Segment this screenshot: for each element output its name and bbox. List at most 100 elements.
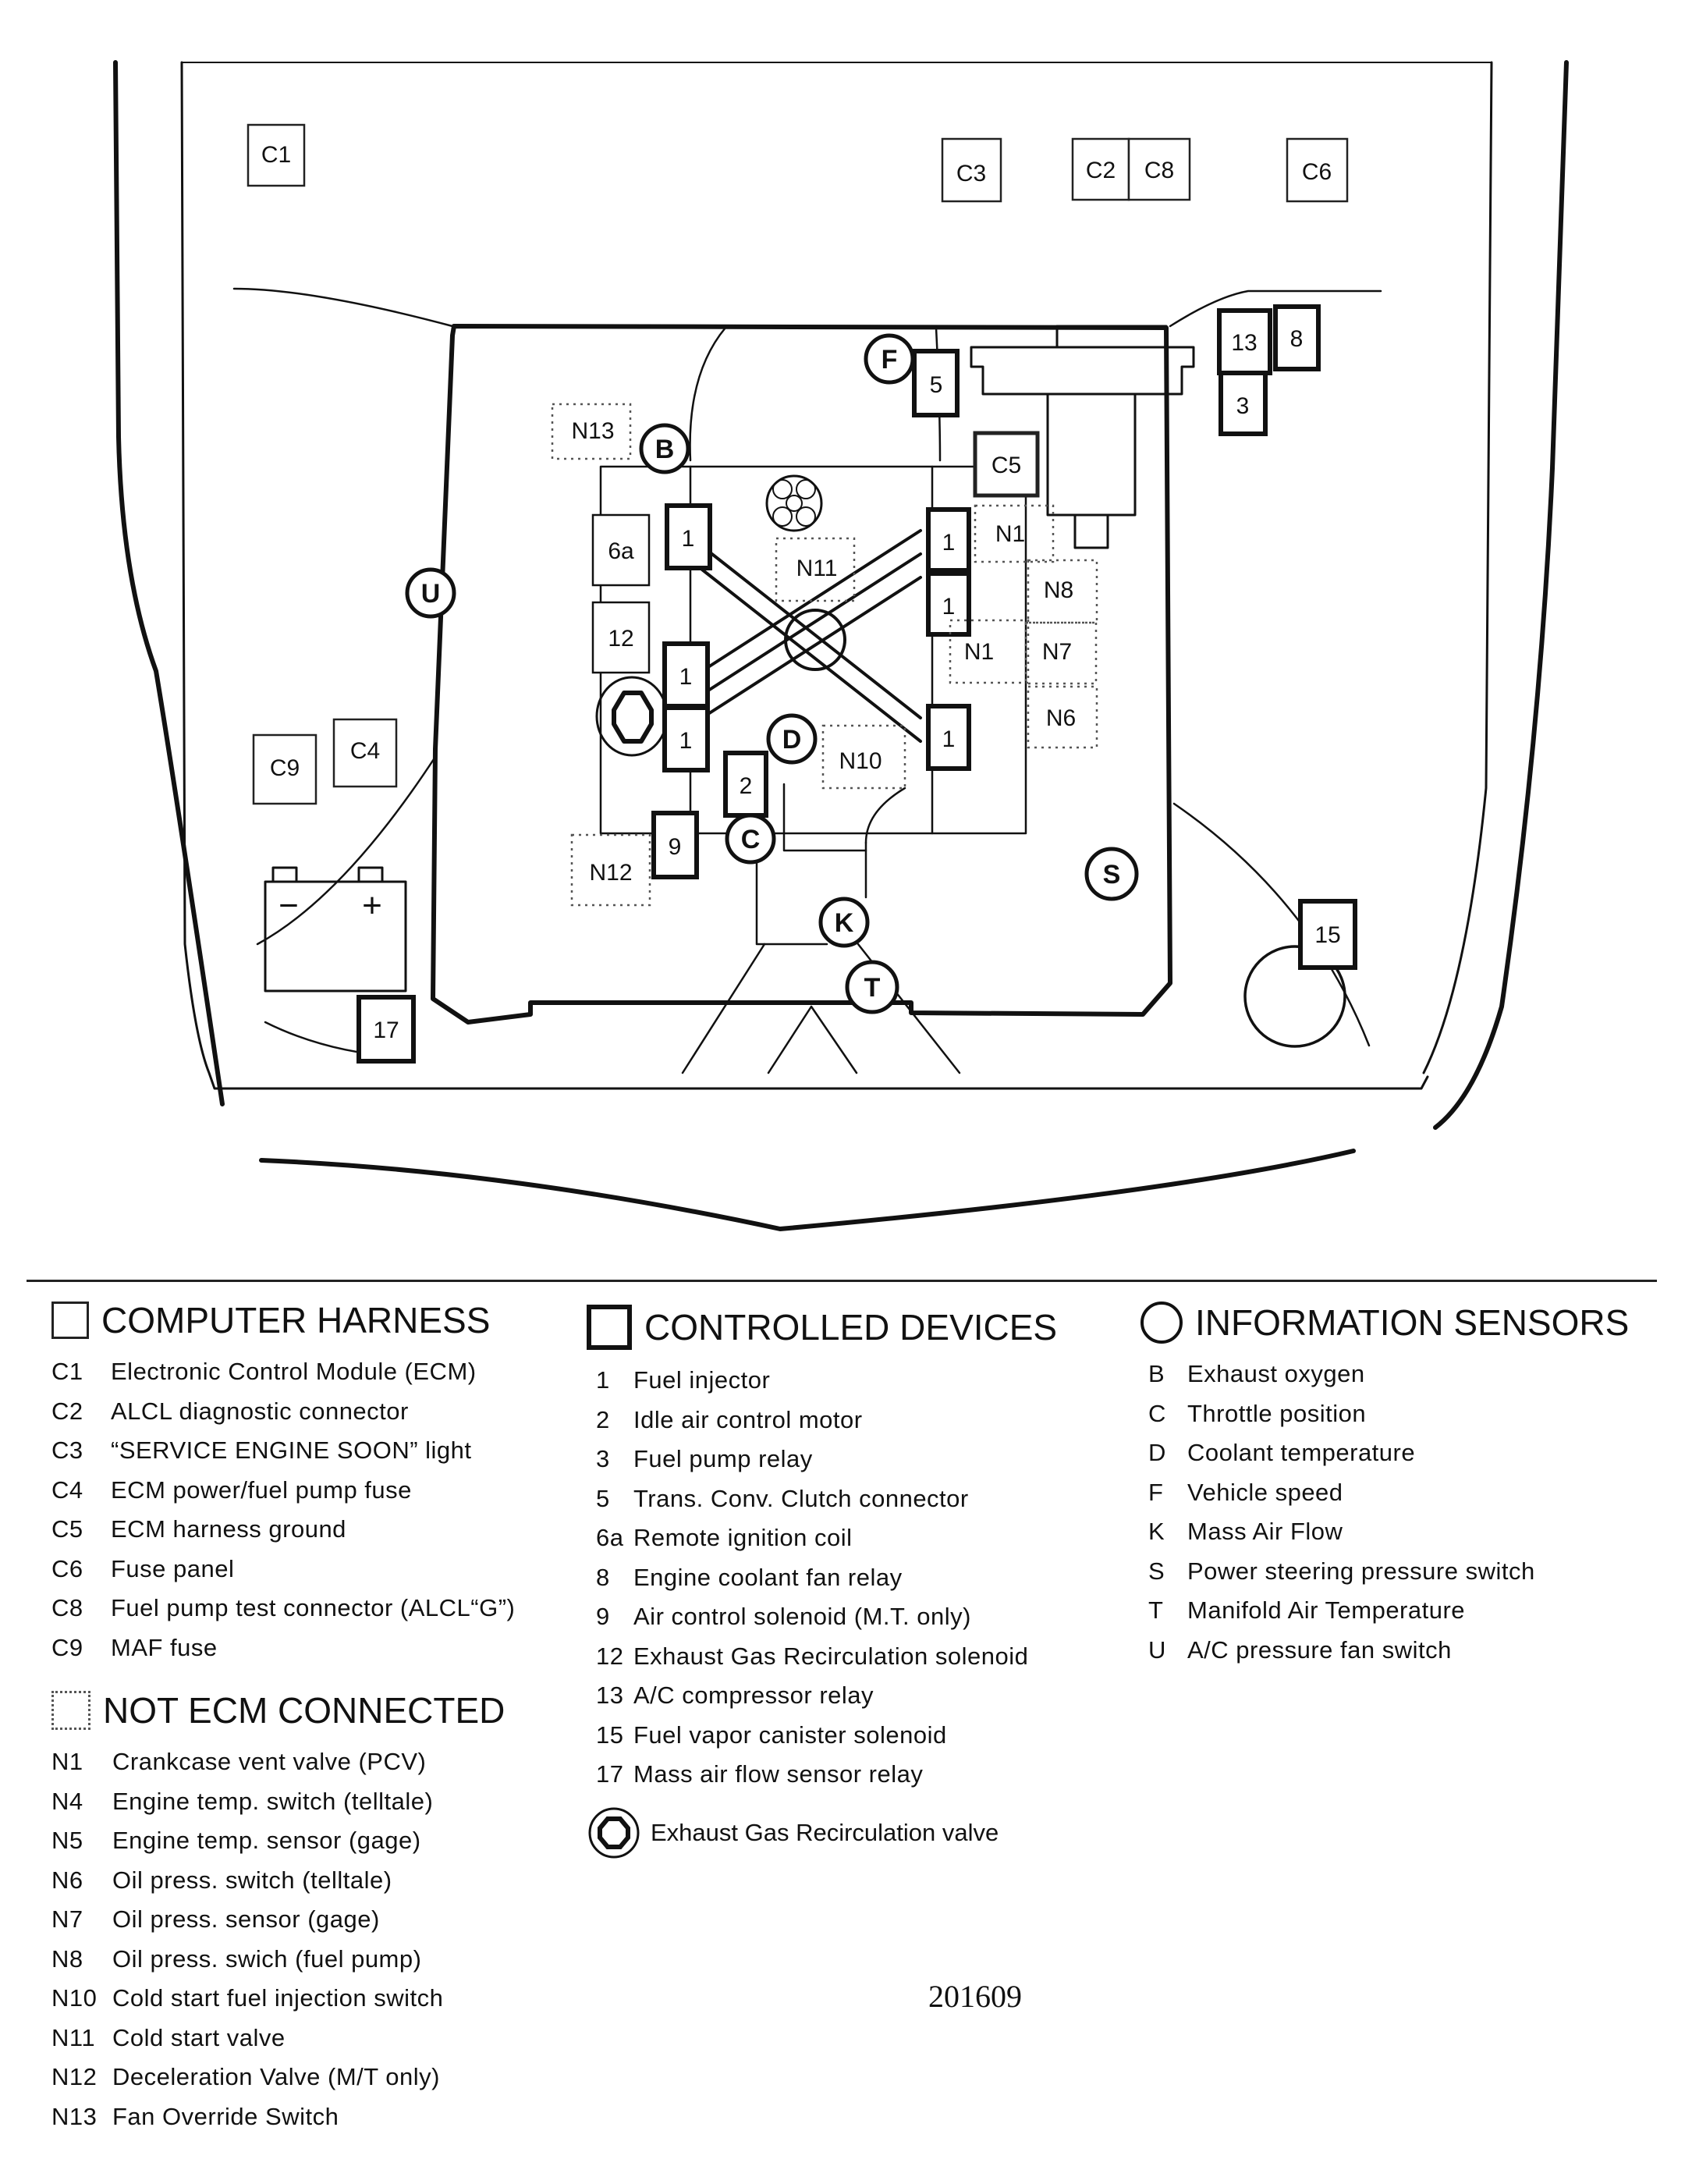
connector-c1-box: [247, 123, 306, 187]
not-ecm-n12-label: N12: [589, 860, 632, 886]
not-ecm-n7-box: [1024, 621, 1098, 685]
not-ecm-n10-label: N10: [839, 748, 882, 774]
device-1-c: [926, 571, 971, 637]
legend-entry-label: Oil press. swich (fuel pump): [112, 1944, 422, 1973]
dotted-square-icon: [51, 1691, 90, 1730]
legend-entry-label: ECM power/fuel pump fuse: [111, 1476, 412, 1504]
not-ecm-n11-label: N11: [796, 556, 838, 581]
legend-computer-harness-title: COMPUTER HARNESS: [51, 1299, 515, 1341]
legend-entry-code: C6: [51, 1554, 83, 1582]
legend-entry-code: N10: [51, 1984, 98, 2012]
sensor-s-label: S: [1103, 860, 1121, 890]
legend-entry-label: Mass air flow sensor relay: [633, 1760, 924, 1788]
legend-entry: 13 A/C compressor relay: [587, 1676, 1057, 1716]
device-1-c-label: 1: [942, 594, 956, 620]
legend-entry-code: N13: [51, 2102, 98, 2130]
device-2-label: 2: [740, 773, 753, 799]
sensor-c-label: C: [741, 825, 761, 854]
legend-controlled-devices-title: CONTROLLED DEVICES: [587, 1305, 1057, 1350]
legend-entry: N8 Oil press. swich (fuel pump): [51, 1940, 505, 1980]
not-ecm-n1-b-label: N1: [964, 639, 994, 665]
connector-c3-label: C3: [956, 161, 986, 186]
not-ecm-n7-label: N7: [1042, 639, 1072, 665]
vehicle-outline: [113, 60, 1569, 1231]
legend-entry-code: N1: [51, 1748, 83, 1775]
legend-title-text: COMPUTER HARNESS: [101, 1300, 491, 1341]
legend-entry-code: 2: [596, 1405, 610, 1433]
legend-entry-label: Cold start valve: [112, 2023, 286, 2051]
legend-entry-code: S: [1148, 1557, 1165, 1585]
legend-entry-label: Power steering pressure switch: [1187, 1557, 1535, 1585]
legend-entry-label: Engine coolant fan relay: [633, 1563, 903, 1591]
thin-square-icon: [51, 1302, 89, 1339]
not-ecm-n8-box: [1027, 559, 1098, 624]
device-15: [1298, 899, 1357, 970]
legend-entry-code: 13: [596, 1682, 624, 1709]
sensor-k-label: K: [835, 908, 854, 938]
legend-entry: B Exhaust oxygen: [1140, 1355, 1629, 1394]
connector-c2-box: [1071, 137, 1130, 201]
legend-entry-code: B: [1148, 1360, 1165, 1387]
sensor-u-label: U: [421, 579, 441, 609]
sensor-c-circle: [725, 813, 776, 865]
legend-entry-label: ALCL diagnostic connector: [111, 1397, 409, 1425]
device-1-a-label: 1: [682, 526, 695, 552]
legend-entry: S Power steering pressure switch: [1140, 1552, 1629, 1592]
connector-c5-box: [973, 431, 1040, 498]
legend-entry-label: Engine temp. switch (telltale): [112, 1787, 434, 1815]
legend-entry-label: Exhaust oxygen: [1187, 1360, 1365, 1387]
sensor-b-label: B: [655, 435, 675, 464]
legend-entry-label: Deceleration Valve (M/T only): [112, 2063, 440, 2090]
legend-entry: N13 Fan Override Switch: [51, 2097, 505, 2137]
device-1-b: [926, 507, 971, 573]
sensor-s-circle: [1084, 847, 1139, 901]
legend-entry-label: A/C pressure fan switch: [1187, 1635, 1452, 1664]
connector-c9-box: [252, 733, 317, 805]
egr-valve-label: Exhaust Gas Recirculation valve: [651, 1818, 999, 1846]
legend-entry-code: N8: [51, 1944, 83, 1973]
legend-entry-label: Electronic Control Module (ECM): [111, 1358, 477, 1385]
legend-entry-label: Mass Air Flow: [1187, 1518, 1343, 1545]
sensor-b-circle: [639, 423, 690, 474]
legend-egr-valve: Exhaust Gas Recirculation valve: [587, 1806, 1057, 1860]
sensor-d-label: D: [782, 725, 802, 755]
device-6a: [591, 513, 651, 587]
legend-entry-code: C4: [51, 1476, 83, 1504]
not-ecm-n6-box: [1027, 685, 1098, 749]
legend-entry-label: Fuel pump relay: [633, 1445, 813, 1472]
legend-entry-label: Fuel pump test connector (ALCL“G”): [111, 1594, 516, 1621]
circle-icon: [1140, 1302, 1183, 1344]
sensor-t-circle: [845, 960, 899, 1014]
legend-entry-code: C5: [51, 1515, 83, 1543]
sensor-k-circle: [818, 897, 870, 948]
engine-block-outline: [431, 324, 1195, 1074]
device-1-b-label: 1: [942, 530, 956, 556]
legend-entry-label: Fuel vapor canister solenoid: [633, 1721, 947, 1749]
legend-not-ecm-title: NOT ECM CONNECTED: [51, 1689, 505, 1731]
device-9: [651, 811, 699, 879]
legend-entry-label: A/C compressor relay: [633, 1682, 874, 1709]
legend-entry-code: 12: [596, 1642, 624, 1670]
legend-entry-code: C8: [51, 1594, 83, 1621]
legend-entry-label: Vehicle speed: [1187, 1478, 1343, 1506]
legend-entry-label: Fan Override Switch: [112, 2102, 339, 2130]
device-1-e: [662, 705, 710, 772]
legend-entry-label: Engine temp. sensor (gage): [112, 1827, 421, 1854]
legend-entry-code: 6a: [596, 1524, 624, 1551]
device-1-d-label: 1: [679, 664, 693, 690]
